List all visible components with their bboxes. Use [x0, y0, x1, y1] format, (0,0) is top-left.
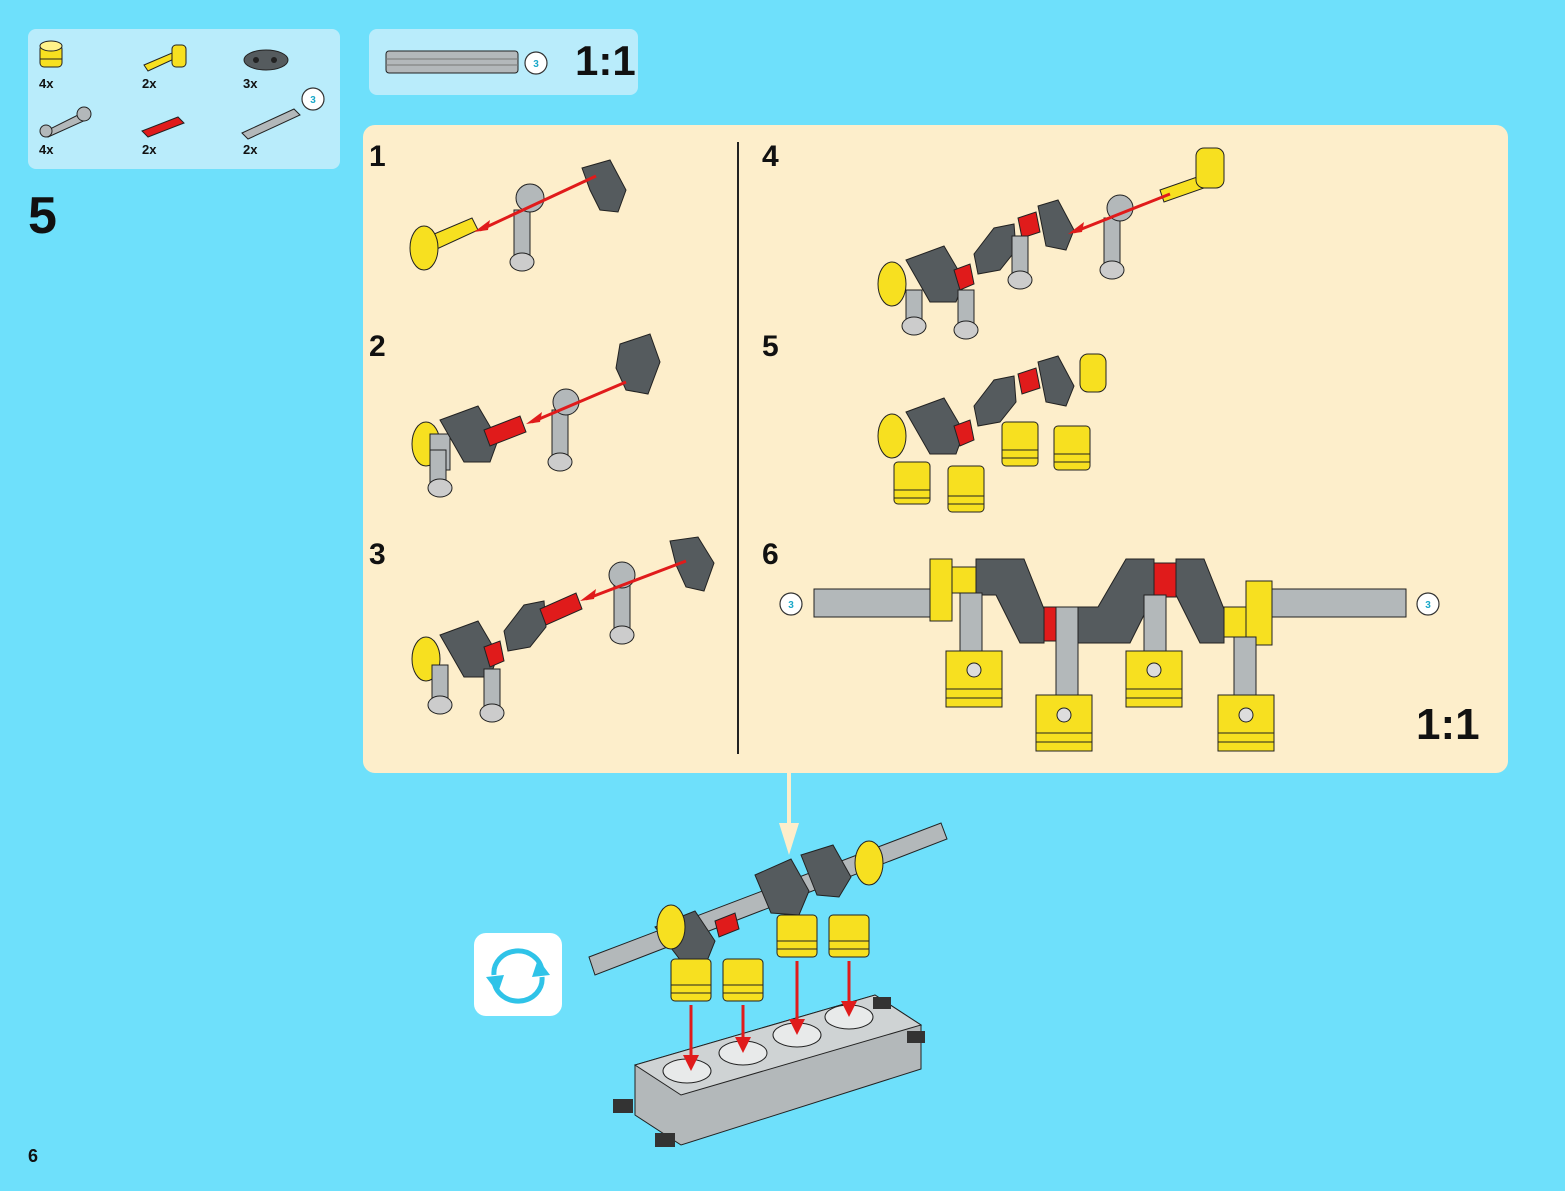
- yellow-piston-icon: [39, 40, 63, 68]
- part-qty: 4x: [39, 76, 54, 91]
- gray-connecting-rod-icon: [509, 183, 545, 272]
- page-number: 6: [28, 1146, 39, 1166]
- dark-gray-crank-icon: [581, 159, 627, 213]
- part-qty: 4x: [39, 142, 54, 157]
- substep-number: 6: [762, 538, 779, 571]
- red-axle-short-icon: [141, 116, 185, 138]
- rotate-model-icon: [486, 948, 550, 1004]
- substep-number: 5: [762, 330, 779, 363]
- engine-block: [613, 994, 925, 1147]
- gray-axle-icon: [1271, 588, 1407, 618]
- assembly-arrow: [841, 961, 857, 1017]
- assembly-arrow: [479, 174, 597, 232]
- substep-5-illustration: [877, 353, 1107, 513]
- yellow-piston-icon: [1001, 421, 1039, 467]
- substep-number: 3: [369, 538, 386, 571]
- length-callout-icon: 3: [524, 51, 548, 75]
- part-qty: 2x: [142, 76, 157, 91]
- yellow-piston-icon: [947, 465, 985, 513]
- assembly-arrow: [585, 559, 687, 601]
- yellow-piston-icon: [1217, 694, 1275, 752]
- part-qty: 2x: [142, 142, 157, 157]
- part-qty: 2x: [243, 142, 258, 157]
- parts-list: 4x 2x 3x 4x 2x 3 2x: [28, 29, 340, 169]
- substep-number: 4: [762, 140, 779, 173]
- part-qty: 3x: [243, 76, 258, 91]
- yellow-piston-icon: [670, 958, 712, 1002]
- assembly-arrow: [683, 1005, 699, 1071]
- substep-number: 2: [369, 330, 386, 363]
- yellow-pin-icon: [409, 217, 479, 271]
- dark-gray-crank-icon: [243, 49, 289, 71]
- panel-divider: [737, 142, 739, 754]
- substep-2-illustration: [411, 333, 661, 498]
- yellow-piston-icon: [945, 650, 1003, 708]
- yellow-piston-icon: [1035, 694, 1093, 752]
- assembly-arrow: [789, 961, 805, 1035]
- yellow-piston-icon: [1125, 650, 1183, 708]
- assembly-arrow: [531, 380, 627, 424]
- yellow-piston-icon: [893, 461, 931, 505]
- length-callout-icon: 3: [301, 87, 325, 111]
- gray-axle-long-icon: [241, 108, 301, 140]
- svg-text:3: 3: [1425, 600, 1431, 611]
- gray-axle-icon: [813, 588, 933, 618]
- substep-number: 1: [369, 140, 386, 173]
- gray-axle-icon: [385, 50, 519, 74]
- yellow-piston-icon: [1053, 425, 1091, 471]
- substep-3-illustration: [411, 536, 715, 723]
- length-callout-icon: 3: [779, 592, 803, 616]
- svg-text:3: 3: [310, 95, 316, 106]
- assembly-arrow: [1073, 192, 1171, 234]
- yellow-piston-icon: [776, 914, 818, 958]
- yellow-piston-icon: [828, 914, 870, 958]
- attach-arrow: [779, 773, 799, 855]
- gray-connecting-rod-icon: [39, 106, 92, 138]
- step-number: 5: [28, 187, 57, 245]
- scale-label: 1:1: [1416, 700, 1480, 749]
- substep-6-illustration: 3 3: [779, 558, 1440, 752]
- svg-text:3: 3: [533, 59, 539, 70]
- yellow-piston-icon: [722, 958, 764, 1002]
- length-callout-icon: 3: [1416, 592, 1440, 616]
- yellow-pin-icon: [143, 44, 187, 72]
- rotate-model-button: [474, 933, 562, 1016]
- axle-scale-callout: 3 1:1: [369, 29, 638, 95]
- assembly-arrow: [735, 1005, 751, 1053]
- substep-4-illustration: [877, 147, 1225, 340]
- scale-label: 1:1: [575, 37, 636, 84]
- main-assembly-illustration: [588, 822, 948, 1147]
- svg-text:3: 3: [788, 600, 794, 611]
- substep-1-illustration: [409, 159, 627, 272]
